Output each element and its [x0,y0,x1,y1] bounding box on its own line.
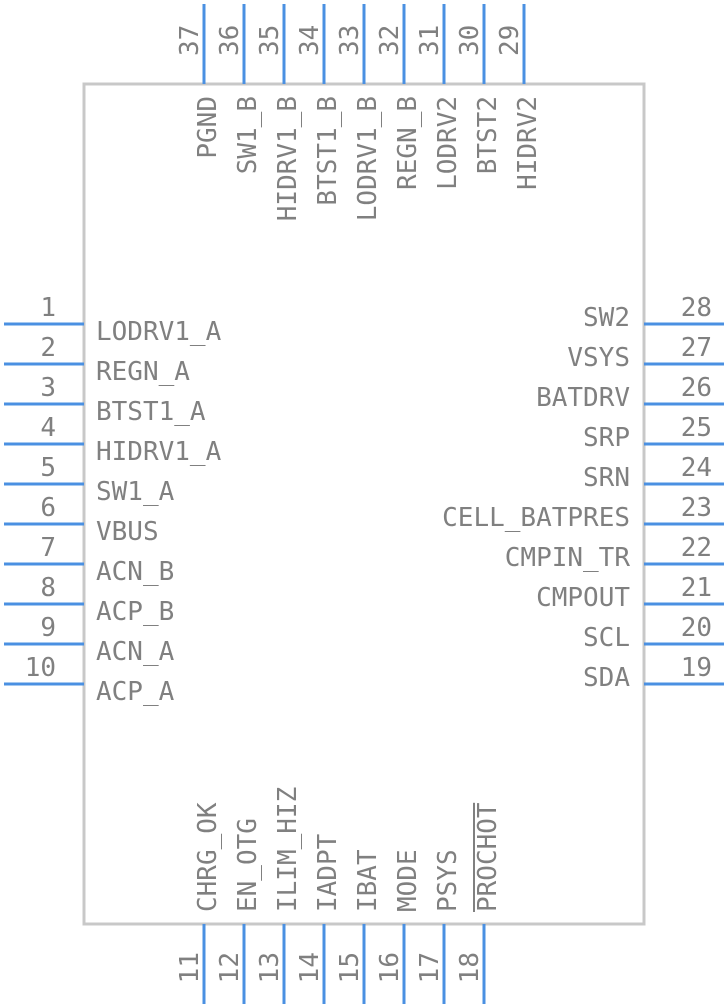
pin-number-37: 37 [175,25,205,56]
pin-number-18: 18 [455,952,485,983]
pin-number-5: 5 [40,453,56,483]
pin-number-6: 6 [40,493,56,523]
pin-name-35: HIDRV1_B [273,96,303,221]
pin-number-21: 21 [681,573,712,603]
pin-name-27: VSYS [567,343,630,373]
pin-number-15: 15 [335,952,365,983]
pin-number-25: 25 [681,413,712,443]
pin-number-1: 1 [40,293,56,323]
pin-number-34: 34 [295,25,325,56]
pin-name-30: BTST2 [473,96,503,174]
pin-name-16: MODE [393,849,423,912]
pin-number-23: 23 [681,493,712,523]
pin-name-26: BATDRV [536,383,630,413]
pin-number-12: 12 [215,952,245,983]
pin-name-8: ACP_B [96,597,174,627]
pin-name-29: HIDRV2 [513,96,543,190]
pin-name-9: ACN_A [96,637,175,667]
pin-name-12: EN_OTG [233,818,263,912]
pin-number-27: 27 [681,333,712,363]
pin-number-29: 29 [495,25,525,56]
pin-number-9: 9 [40,613,56,643]
pin-number-22: 22 [681,533,712,563]
ic-body [82,82,646,926]
pin-number-2: 2 [40,333,56,363]
pin-number-14: 14 [295,952,325,983]
pin-name-32: REGN_B [393,96,423,190]
pin-name-31: LODRV2 [433,96,463,190]
pin-name-37: PGND [193,96,223,159]
pin-name-22: CMPIN_TR [505,543,631,573]
pin-number-28: 28 [681,293,712,323]
pin-name-13: ILIM_HIZ [273,787,303,912]
pin-number-3: 3 [40,373,56,403]
pin-number-24: 24 [681,453,712,483]
pin-name-2: REGN_A [96,357,190,387]
pin-number-16: 16 [375,952,405,983]
pin-number-33: 33 [335,25,365,56]
pin-name-10: ACP_A [96,677,175,707]
pin-name-3: BTST1_A [96,397,206,427]
pin-name-1: LODRV1_A [96,317,222,347]
pin-name-34: BTST1_B [313,96,343,206]
pin-number-26: 26 [681,373,712,403]
pin-number-4: 4 [40,413,56,443]
pin-name-36: SW1_B [233,96,263,174]
pin-name-21: CMPOUT [536,583,630,613]
pin-number-13: 13 [255,952,285,983]
pin-number-30: 30 [455,25,485,56]
pin-number-20: 20 [681,613,712,643]
pin-name-19: SDA [583,663,630,693]
pin-name-4: HIDRV1_A [96,437,222,467]
pin-number-7: 7 [40,533,56,563]
pin-name-5: SW1_A [96,477,175,507]
pin-name-23: CELL_BATPRES [442,503,630,533]
pin-number-32: 32 [375,25,405,56]
pin-number-19: 19 [681,653,712,683]
pin-name-15: IBAT [353,849,383,912]
pin-name-17: PSYS [433,849,463,912]
pin-number-8: 8 [40,573,56,603]
pin-number-11: 11 [175,952,205,983]
pin-name-20: SCL [583,623,630,653]
pin-name-28: SW2 [583,303,630,333]
pin-name-24: SRN [583,463,630,493]
pin-name-6: VBUS [96,517,159,547]
pin-number-35: 35 [255,25,285,56]
pin-name-14: IADPT [313,833,343,912]
pin-number-10: 10 [25,653,56,683]
pin-name-11: CHRG_OK [193,802,223,912]
pin-number-17: 17 [415,952,445,983]
pin-name-25: SRP [583,423,630,453]
pin-name-7: ACN_B [96,557,174,587]
pin-name-33: LODRV1_B [353,96,383,221]
pin-number-36: 36 [215,25,245,56]
pin-name-18: PROCHOT [473,802,503,912]
pin-number-31: 31 [415,25,445,56]
